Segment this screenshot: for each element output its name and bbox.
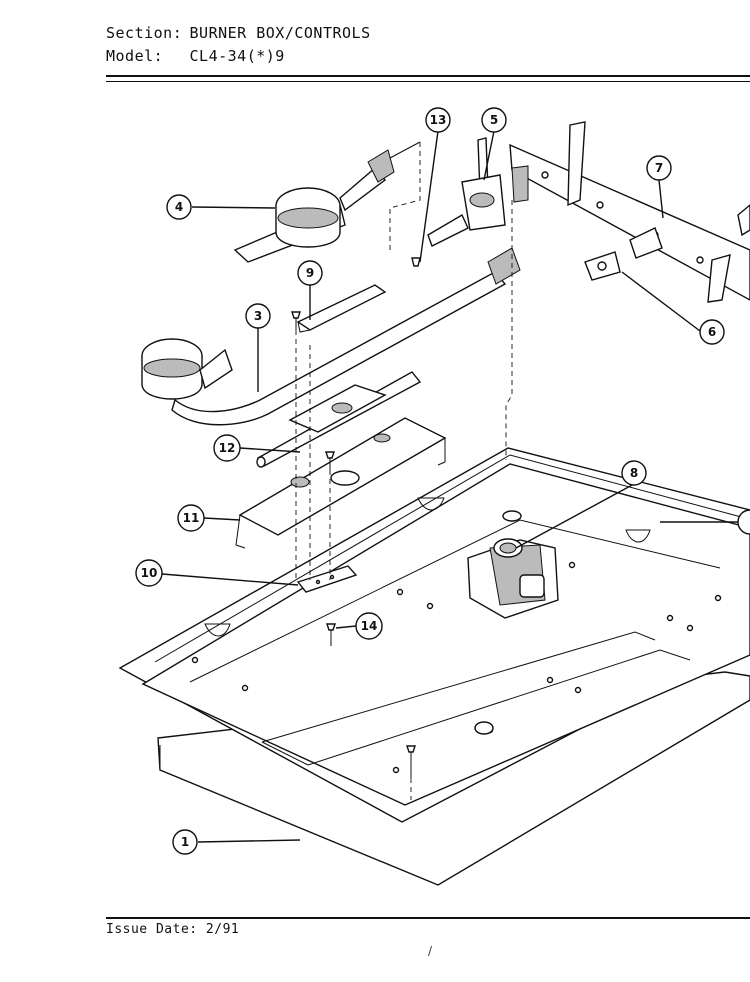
callout-3-label: 3	[254, 309, 262, 323]
tray-floor	[141, 463, 750, 806]
burner-bracket-clip	[296, 284, 387, 333]
callout-12: 12	[213, 434, 241, 462]
callout-partial-edge	[737, 509, 750, 535]
gas-valve	[427, 137, 506, 247]
callout-5: 5	[481, 107, 507, 133]
mounting-plate	[296, 565, 358, 593]
fitting	[584, 251, 621, 281]
leader-lines	[161, 130, 750, 843]
callout-11-label: 11	[183, 511, 200, 525]
header-rule-thin	[106, 81, 750, 82]
callout-10-label: 10	[141, 566, 158, 580]
gas-manifold	[509, 121, 750, 303]
callout-13: 13	[425, 107, 451, 133]
callout-7-label: 7	[655, 161, 663, 175]
model-label: Model:	[106, 47, 164, 65]
footer-rule	[106, 917, 750, 919]
section-line: Section: BURNER BOX/CONTROLS	[106, 24, 371, 42]
section-value: BURNER BOX/CONTROLS	[189, 24, 371, 42]
callout-9-label: 9	[306, 266, 314, 280]
burner-assembly-top	[233, 141, 421, 263]
callout-9: 9	[297, 260, 323, 286]
callout-8: 8	[621, 460, 647, 486]
callout-13-label: 13	[430, 113, 447, 127]
callout-1-label: 1	[181, 835, 189, 849]
model-line: Model: CL4-34(*)9	[106, 47, 285, 65]
issue-date: Issue Date: 2/91	[106, 922, 240, 937]
mounting-bracket	[235, 417, 447, 549]
page-mark: /	[428, 944, 433, 958]
section-label: Section:	[106, 24, 183, 42]
assembly-guide-lines	[295, 142, 513, 800]
callout-14: 14	[355, 612, 383, 640]
callout-11: 11	[177, 504, 205, 532]
screws	[291, 257, 421, 778]
callout-7: 7	[646, 155, 672, 181]
callout-6-label: 6	[708, 325, 716, 339]
callout-6: 6	[699, 319, 725, 345]
burner-support	[288, 384, 387, 433]
callout-1: 1	[172, 829, 198, 855]
callout-5-label: 5	[490, 113, 498, 127]
callout-3: 3	[245, 303, 271, 329]
header-rule	[106, 75, 750, 77]
burner-assembly-left	[141, 247, 521, 426]
callout-4: 4	[166, 194, 192, 220]
callout-12-label: 12	[219, 441, 236, 455]
callout-10: 10	[135, 559, 163, 587]
model-value: CL4-34(*)9	[189, 47, 285, 65]
burner-box-tray	[118, 447, 750, 886]
pressure-regulator	[467, 538, 559, 619]
callout-14-label: 14	[361, 619, 378, 633]
callout-8-label: 8	[630, 466, 638, 480]
callout-4-label: 4	[175, 200, 183, 214]
